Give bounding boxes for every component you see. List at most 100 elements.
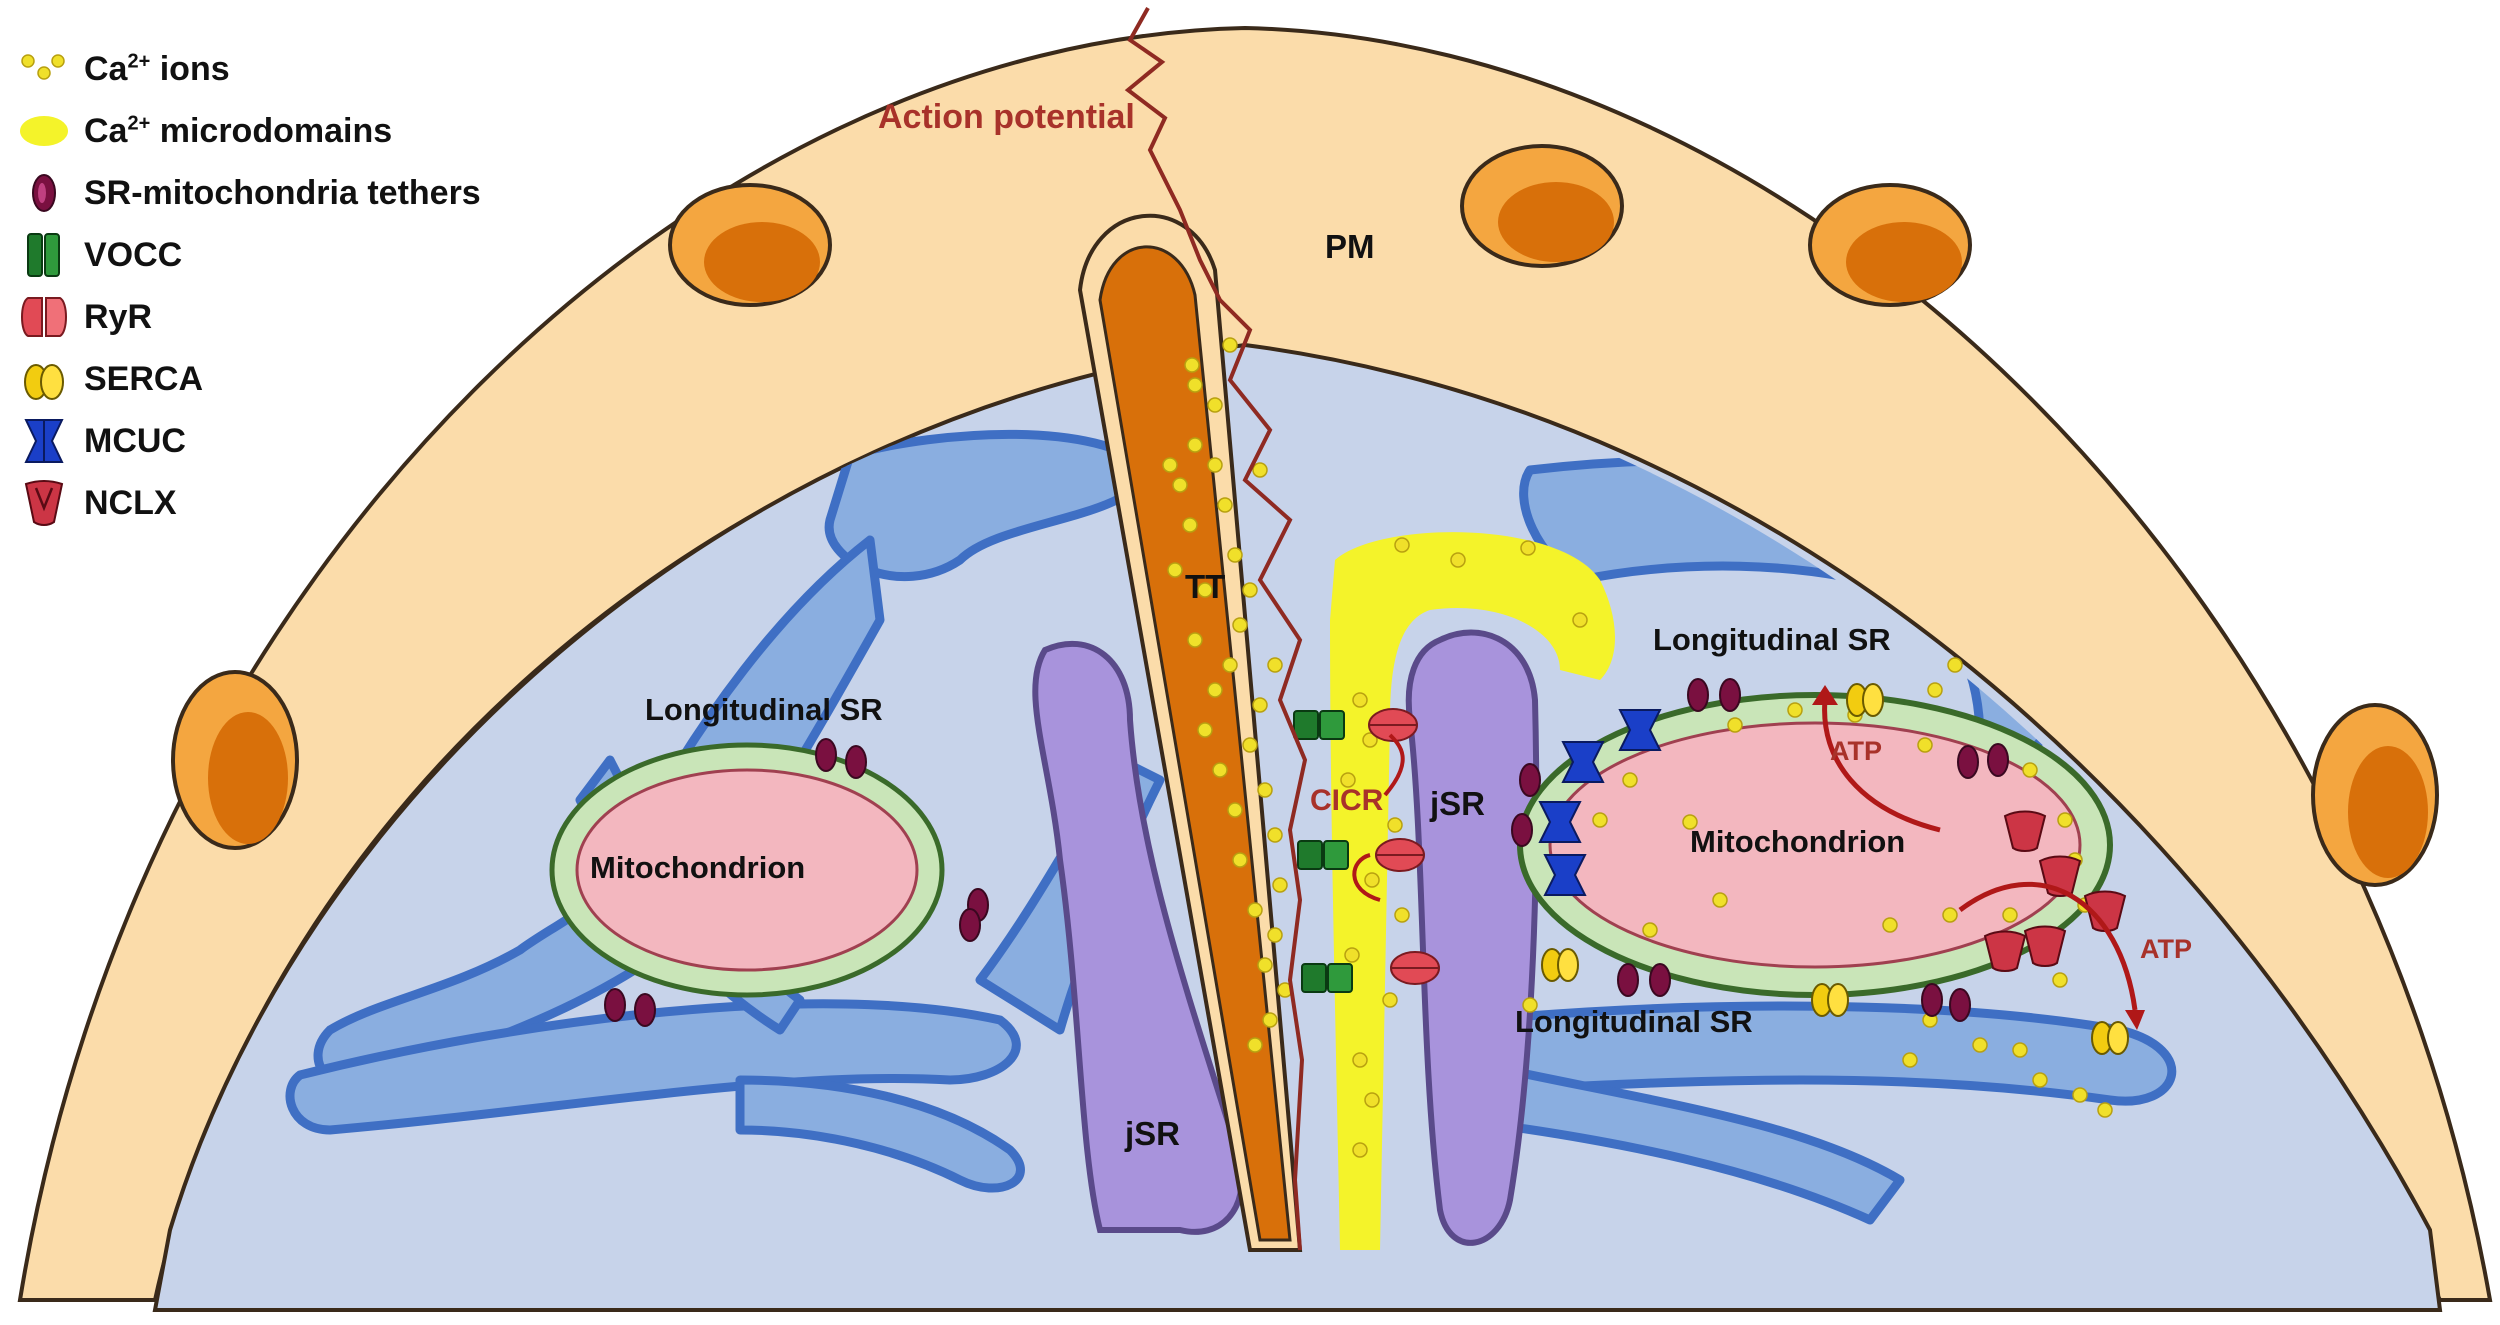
ca-ion <box>1362 732 1378 748</box>
sr-mito-tether <box>604 988 626 1022</box>
action-potential-label: Action potential <box>878 98 1135 136</box>
ca-ion <box>1942 907 1958 923</box>
mcuc-channel <box>1618 709 1662 751</box>
sr-mito-tether <box>815 738 837 772</box>
ca-ion <box>1242 582 1258 598</box>
jsr-right-label: jSR <box>1429 785 1485 822</box>
ca-ion <box>1262 1012 1278 1028</box>
mcuc-channel <box>1561 741 1605 783</box>
legend-serca: SERCA <box>18 348 538 410</box>
ca-ion <box>1947 657 1963 673</box>
ca-ion <box>1450 552 1466 568</box>
ca-ion <box>1394 537 1410 553</box>
ca-ion <box>1352 1052 1368 1068</box>
sr-mito-tether <box>1519 763 1541 797</box>
ca-ion <box>1682 814 1698 830</box>
ca-ion <box>1927 682 1943 698</box>
longitudinal-sr-right-bottom-label: Longitudinal SR <box>1515 1004 1753 1039</box>
ca-ion <box>1207 397 1223 413</box>
atp-arrow-top <box>1822 699 1941 833</box>
ca-ion <box>1187 632 1203 648</box>
legend-ryr: RyR <box>18 286 538 348</box>
ca-ion <box>1520 540 1536 556</box>
jsr-left <box>1032 640 1245 1235</box>
ca-ion <box>1227 547 1243 563</box>
ca-ion <box>1252 697 1268 713</box>
ca-ion <box>1352 1142 1368 1158</box>
nclx-channel <box>1983 930 2027 972</box>
legend-label-ca-ions: Ca <box>84 49 128 88</box>
ca-ion <box>1162 457 1178 473</box>
legend-sup-ca-microdomains: 2+ <box>127 112 151 135</box>
ca-ion <box>1184 357 1200 373</box>
ca-ion <box>1167 562 1183 578</box>
ca-ion <box>1267 927 1283 943</box>
ca-ion <box>2097 1102 2113 1118</box>
legend-ca-ions: Ca2+ ions <box>18 38 538 100</box>
ca-ion <box>1247 1037 1263 1053</box>
atp-top-label: ATP <box>1830 736 1882 766</box>
sr-mito-tether <box>1957 745 1979 779</box>
ca-ion <box>2072 1087 2088 1103</box>
ca-ion <box>1242 737 1258 753</box>
ca-ion <box>1187 377 1203 393</box>
longitudinal-sr-left-label: Longitudinal SR <box>645 692 883 727</box>
ca-ion <box>1642 922 1658 938</box>
ca-ion <box>1232 852 1248 868</box>
ca-ion-icon <box>18 43 70 95</box>
jsr-right <box>1405 629 1540 1246</box>
ca-ion <box>1364 872 1380 888</box>
ca-ion <box>1727 717 1743 733</box>
serca-icon <box>18 353 70 405</box>
ca-ion <box>1257 957 1273 973</box>
ca-ion <box>1572 612 1588 628</box>
vocc-icon <box>18 229 70 281</box>
nclx-icon <box>18 477 70 529</box>
ca-ion <box>1592 812 1608 828</box>
ca-ion <box>1364 1092 1380 1108</box>
ca-ion <box>1222 337 1238 353</box>
ca-ions <box>1162 337 2113 1158</box>
mcuc-channel <box>1538 801 1582 843</box>
atp-arrow-right <box>1958 881 2138 1011</box>
atp-arrowhead-top <box>1812 685 1838 705</box>
sr-mito-tether <box>634 993 656 1027</box>
ryr-icon <box>18 291 70 343</box>
ca-ion <box>1232 617 1248 633</box>
ca-ion <box>2012 1042 2028 1058</box>
legend-label-vocc: VOCC <box>84 235 183 274</box>
vocc-channel <box>1297 840 1323 870</box>
ca-ion <box>1172 477 1188 493</box>
longitudinal-sr-right-top-label: Longitudinal SR <box>1653 622 1891 657</box>
legend-label-tethers: SR-mitochondria tethers <box>84 173 481 212</box>
vocc-channel-half <box>1323 840 1349 870</box>
legend-suffix-ca-ions: ions <box>150 49 230 88</box>
legend-sup-ca-ions: 2+ <box>127 50 151 73</box>
ca-ion <box>2002 907 2018 923</box>
cicr-arrow-bottom <box>1352 853 1381 902</box>
ca-ion <box>1207 457 1223 473</box>
mitochondrion-left-label: Mitochondrion <box>590 850 805 885</box>
mitochondrion-right-label: Mitochondrion <box>1690 824 1905 859</box>
ca-ion <box>1267 657 1283 673</box>
legend-ca-microdomains: Ca2+ microdomains <box>18 100 538 162</box>
ca-ion <box>1522 997 1538 1013</box>
mcuc-icon <box>18 415 70 467</box>
ca-ion <box>1882 917 1898 933</box>
serca-pump-half <box>1557 948 1579 982</box>
vocc-channel-half <box>1319 710 1345 740</box>
action-potential-trace <box>1124 7 1308 1251</box>
ca-ion <box>1344 947 1360 963</box>
nclx-channel <box>2083 890 2127 932</box>
ca-ion <box>1212 762 1228 778</box>
jsr-left-label: jSR <box>1124 1115 1180 1152</box>
ca-ion <box>1182 517 1198 533</box>
ca-ion <box>1227 802 1243 818</box>
ca-ion <box>1267 827 1283 843</box>
sr-mito-tether <box>959 908 981 942</box>
ca-ion <box>1394 907 1410 923</box>
legend-label-serca: SERCA <box>84 359 204 398</box>
sr-mito-tether <box>1617 963 1639 997</box>
t-tubule <box>1077 213 1303 1252</box>
